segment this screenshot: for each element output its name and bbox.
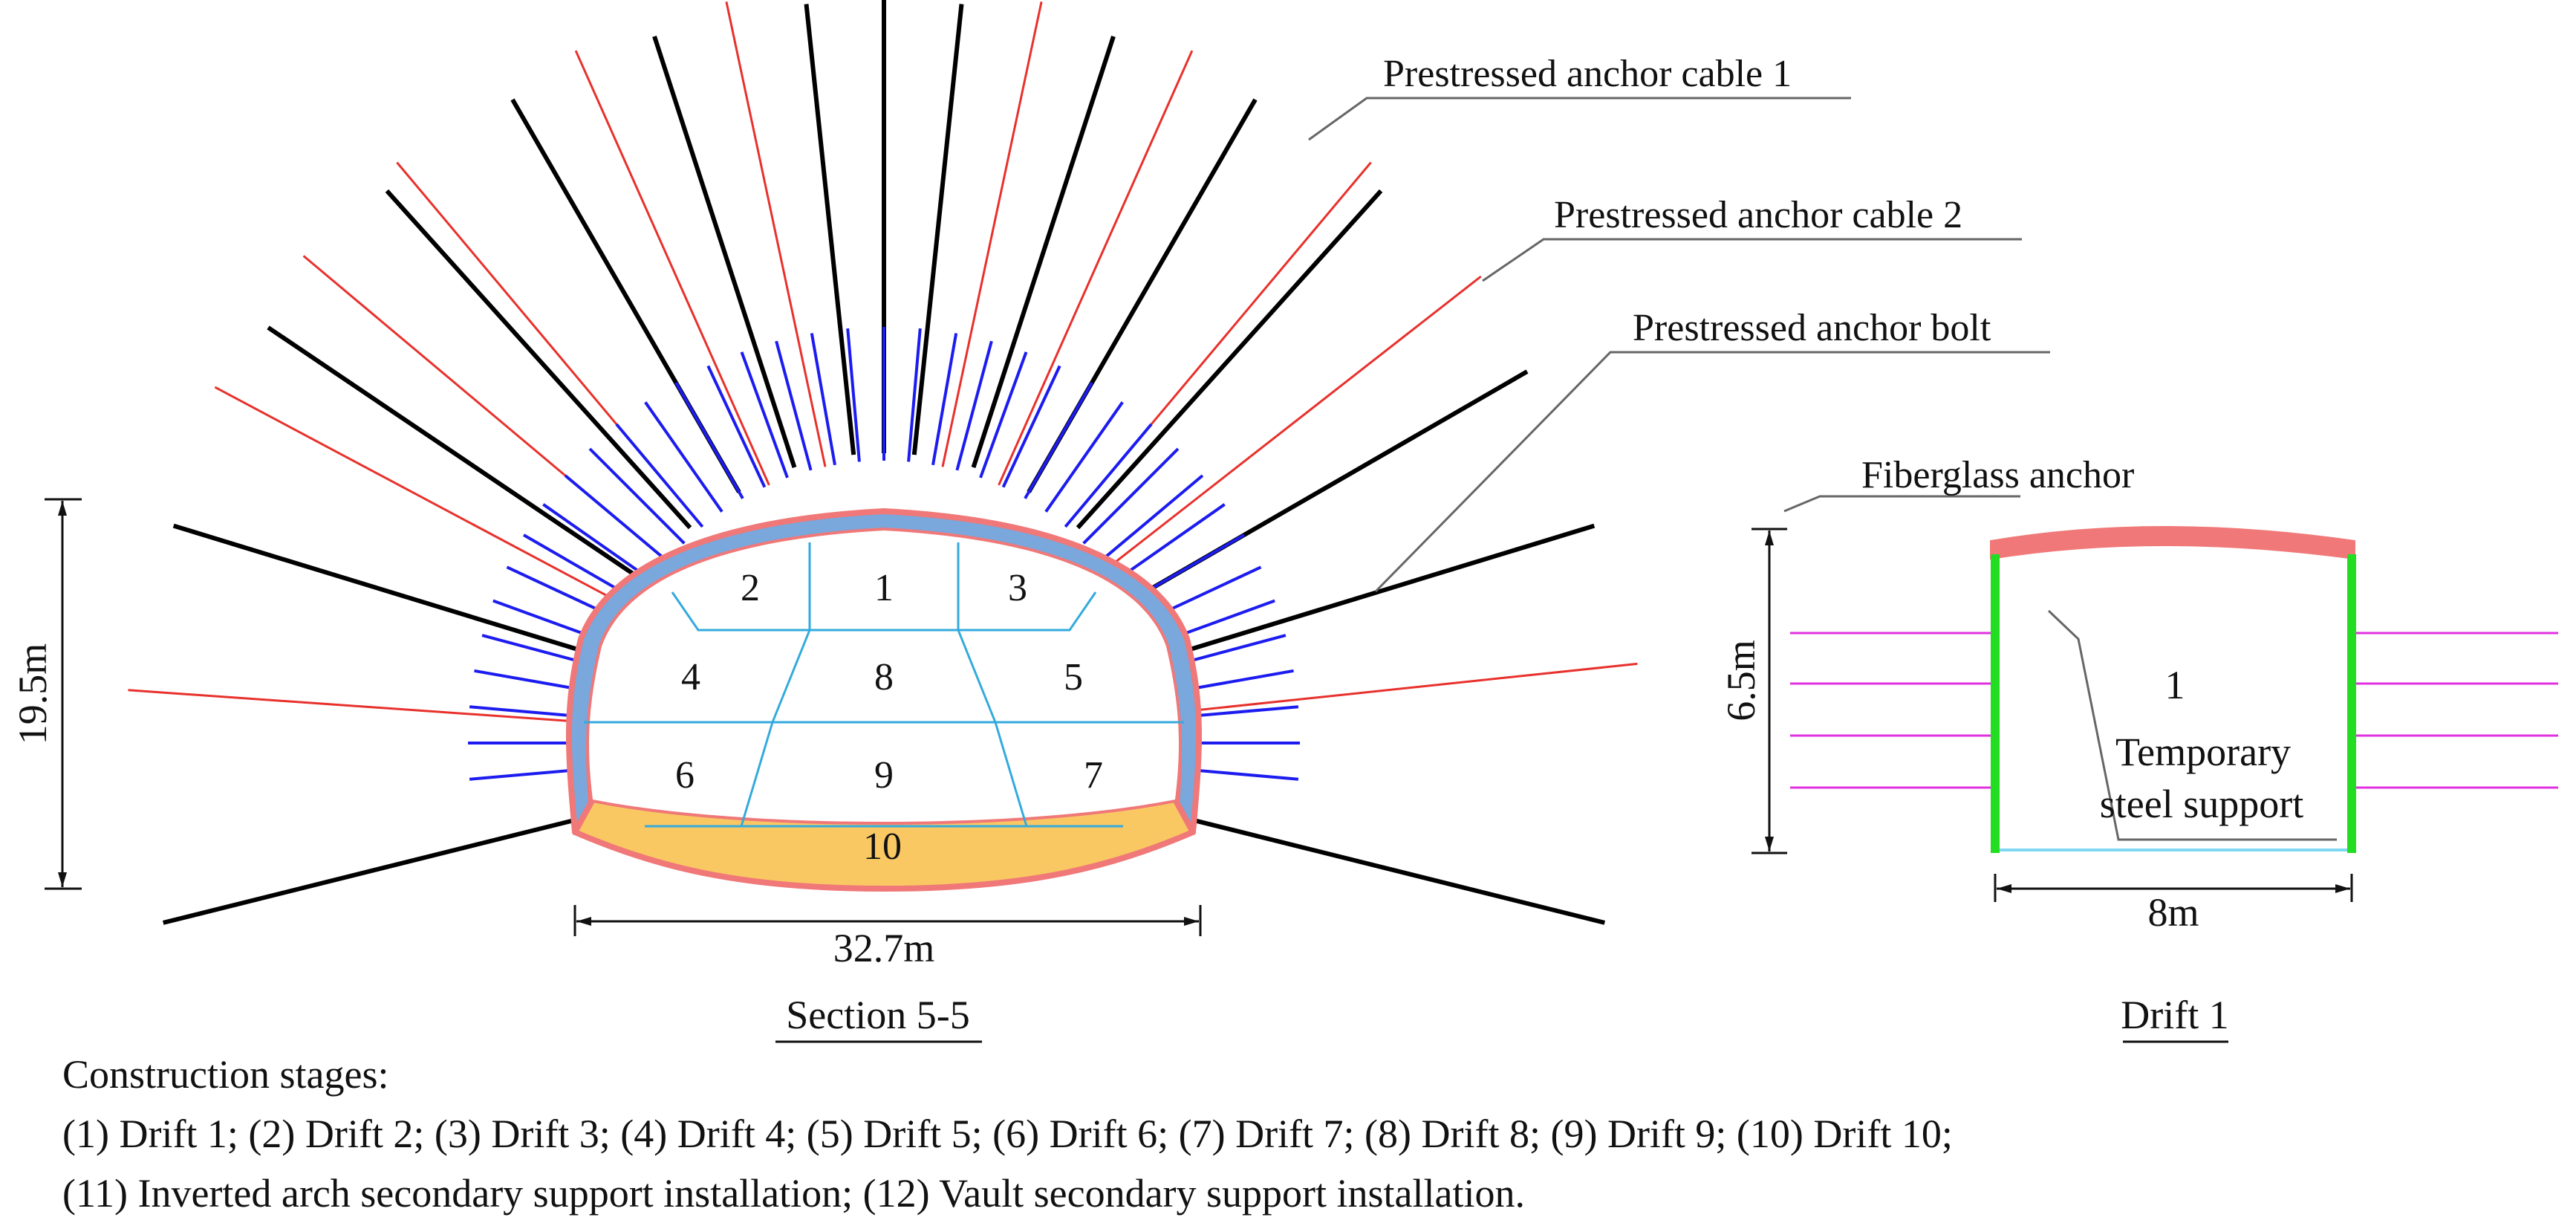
anchor-bolt — [1044, 401, 1124, 513]
drift1-detail — [1990, 526, 2356, 853]
drift-number-4: 4 — [681, 656, 700, 698]
drift-number-10: 10 — [863, 825, 902, 868]
section-height-dimension — [45, 498, 82, 890]
anchor-bolt — [1024, 382, 1093, 499]
tunnel-section — [565, 508, 1203, 892]
anchor-bolt — [1114, 503, 1226, 583]
construction-stages-line-2: (11) Inverted arch secondary support ins… — [62, 1171, 1525, 1216]
drift-number-5: 5 — [1064, 656, 1083, 698]
drift-number-labels: 1 2 3 4 5 8 6 9 7 10 — [675, 567, 1103, 868]
anchor-cable-2 — [128, 689, 603, 724]
callout-anchor-cable-2: Prestressed anchor cable 2 — [1554, 194, 1962, 236]
anchor-bolt — [931, 333, 958, 466]
drift-width-label: 8m — [2147, 890, 2199, 935]
anchor-bolt — [1082, 447, 1180, 545]
anchor-cable-2 — [1164, 662, 1638, 715]
anchor-bolt — [564, 474, 669, 563]
drift-number-8: 8 — [874, 656, 894, 698]
section-caption: Section 5-5 — [786, 993, 969, 1037]
inner-excavation — [589, 531, 1179, 822]
anchor-bolt — [1099, 474, 1204, 563]
anchor-cable-1 — [385, 189, 692, 530]
anchor-bolt — [775, 340, 813, 471]
anchor-bolt — [740, 351, 789, 479]
drift1-number: 1 — [2165, 663, 2185, 707]
steel-support-label-line2: steel support — [2100, 782, 2303, 826]
anchor-bolt — [615, 423, 704, 528]
drift-caption: Drift 1 — [2121, 993, 2228, 1037]
drift-height-dimension — [1752, 528, 1787, 854]
anchor-bolt — [706, 365, 767, 488]
anchor-bolt — [542, 503, 654, 583]
steel-support-label-line1: Temporary — [2115, 730, 2291, 774]
anchor-cable-1 — [1076, 189, 1383, 530]
anchor-bolt — [907, 328, 922, 462]
anchor-bolt — [588, 447, 686, 545]
anchor-cable-1 — [172, 523, 608, 661]
drift-number-9: 9 — [874, 754, 894, 797]
anchor-bolt — [955, 340, 993, 471]
anchor-cable-2 — [574, 50, 770, 486]
anchor-cable-2 — [214, 386, 636, 612]
anchor-cable-2 — [998, 50, 1194, 486]
anchor-cable-2 — [725, 1, 827, 467]
anchor-bolt — [1064, 423, 1153, 528]
drift-number-2: 2 — [741, 567, 760, 609]
section-width-dimension — [573, 905, 1202, 936]
drift-number-3: 3 — [1008, 567, 1027, 609]
anchor-bolt — [979, 351, 1028, 479]
construction-stages: Construction stages: (1) Drift 1; (2) Dr… — [62, 1045, 2558, 1223]
section-height-label: 19.5m — [10, 643, 55, 745]
anchor-cable-1 — [1160, 523, 1596, 661]
drift-divisions — [584, 542, 1184, 828]
callout-fiberglass-anchor: Fiberglass anchor — [1861, 454, 2134, 496]
anchor-bolt — [1001, 365, 1061, 488]
anchor-cable-2 — [941, 1, 1043, 467]
anchor-bolt — [846, 328, 861, 462]
anchor-cable-1 — [267, 325, 645, 583]
drift-number-7: 7 — [1084, 754, 1103, 797]
anchor-cable-1 — [971, 35, 1116, 469]
anchor-cable-2 — [1105, 275, 1482, 571]
drift-height-label: 6.5m — [1719, 640, 1763, 721]
anchor-bolt — [810, 333, 836, 466]
anchor-cable-1 — [1164, 811, 1606, 925]
construction-stages-line-1: (1) Drift 1; (2) Drift 2; (3) Drift 3; (… — [62, 1112, 1953, 1156]
construction-stages-title: Construction stages: — [62, 1052, 389, 1097]
callout-anchor-bolt: Prestressed anchor bolt — [1633, 307, 1991, 349]
callout-leaders — [1308, 97, 2337, 841]
drift1-crown — [1990, 526, 2355, 560]
drift-number-6: 6 — [675, 754, 695, 797]
fiberglass-anchor-group — [1790, 632, 2558, 789]
callout-anchor-cable-1: Prestressed anchor cable 1 — [1383, 53, 1792, 95]
drift-width-dimension — [1994, 874, 2353, 902]
anchor-cable-1 — [911, 4, 964, 455]
anchor-cable-1 — [162, 811, 604, 925]
section-width-label: 32.7m — [833, 926, 935, 970]
drift-number-1: 1 — [874, 567, 894, 609]
anchor-bolt — [644, 401, 723, 513]
anchor-cable-1 — [804, 4, 856, 455]
anchor-cable-1 — [652, 35, 797, 469]
anchor-bolt — [674, 382, 744, 499]
